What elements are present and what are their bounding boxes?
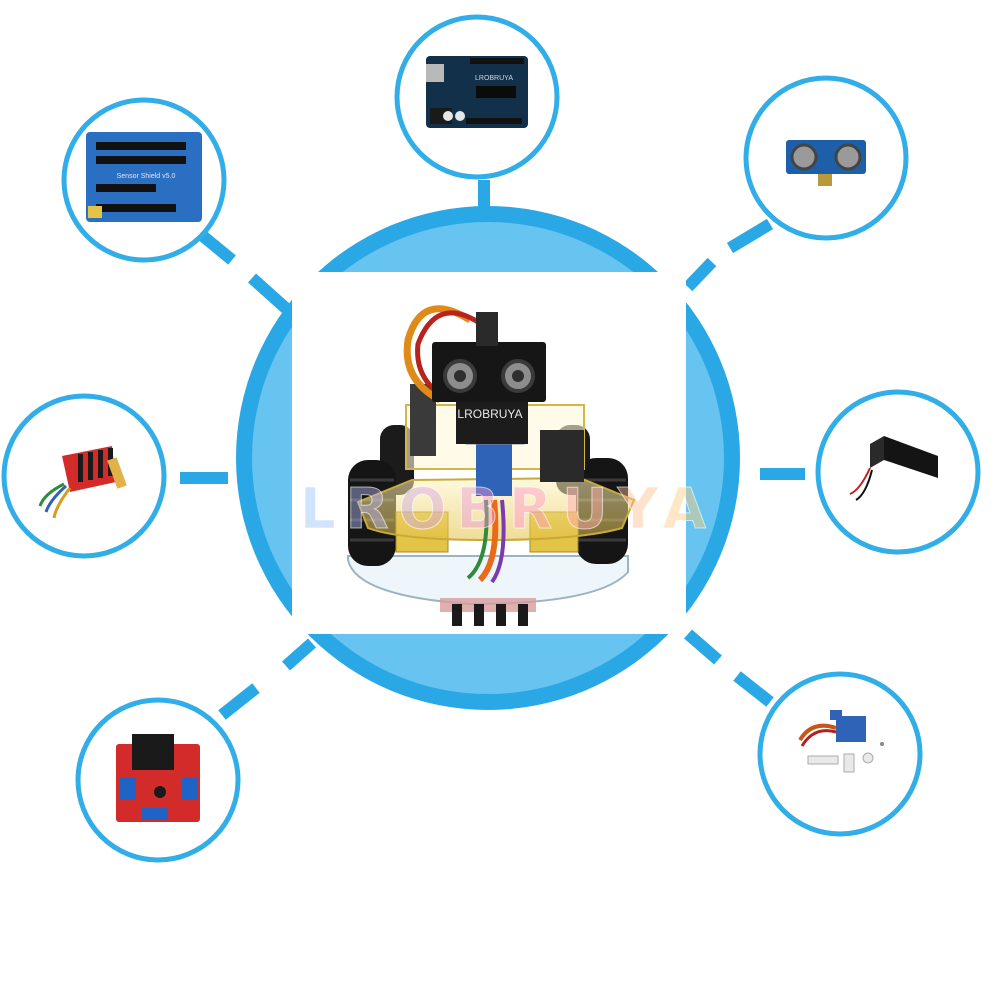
- battery-box-image: [884, 436, 938, 478]
- connector-top-left-2: [247, 273, 295, 317]
- car-servo: [476, 440, 512, 496]
- center-watermark: LROBRUYA: [300, 477, 716, 542]
- module-servo: [757, 671, 923, 837]
- module-circle: [757, 671, 923, 837]
- module-ultrasonic: [743, 75, 909, 241]
- car-ir-sensor-array: [440, 598, 536, 626]
- car-wires-rainbow: [477, 499, 499, 583]
- connector-bottom-right-1: [684, 629, 722, 665]
- car-wires-orange: [403, 305, 472, 404]
- connector-bottom-right-2: [733, 671, 774, 707]
- module-ir-tracking: [1, 393, 167, 559]
- car-sensor-brand: LROBRUYA: [457, 407, 522, 421]
- module-battery: [815, 389, 981, 555]
- module-l298n: [75, 697, 241, 863]
- sensor-shield-board-text: Sensor Shield v5.0: [117, 173, 176, 180]
- sensor-shield-image: [86, 132, 202, 222]
- car-wires-red: [415, 310, 480, 403]
- servo-motor-image: [836, 716, 866, 742]
- module-sensor-shield: Sensor Shield v5.0: [61, 97, 227, 263]
- car-sensor-bracket: [456, 398, 528, 444]
- connector-bottom-left-1: [282, 638, 316, 671]
- connector-lines: [180, 180, 805, 720]
- arduino-board-text: LROBRUYA: [475, 75, 513, 82]
- car-battery-pack: [540, 430, 584, 482]
- connector-top-right-2: [683, 257, 717, 292]
- connector-top-right-1: [726, 218, 774, 254]
- module-arduino: LROBRUYA: [394, 14, 560, 180]
- robot-car-image: LROBRUYA LROBRUYA: [299, 305, 716, 626]
- connector-bottom-left-2: [218, 683, 260, 720]
- module-circle: [815, 389, 981, 555]
